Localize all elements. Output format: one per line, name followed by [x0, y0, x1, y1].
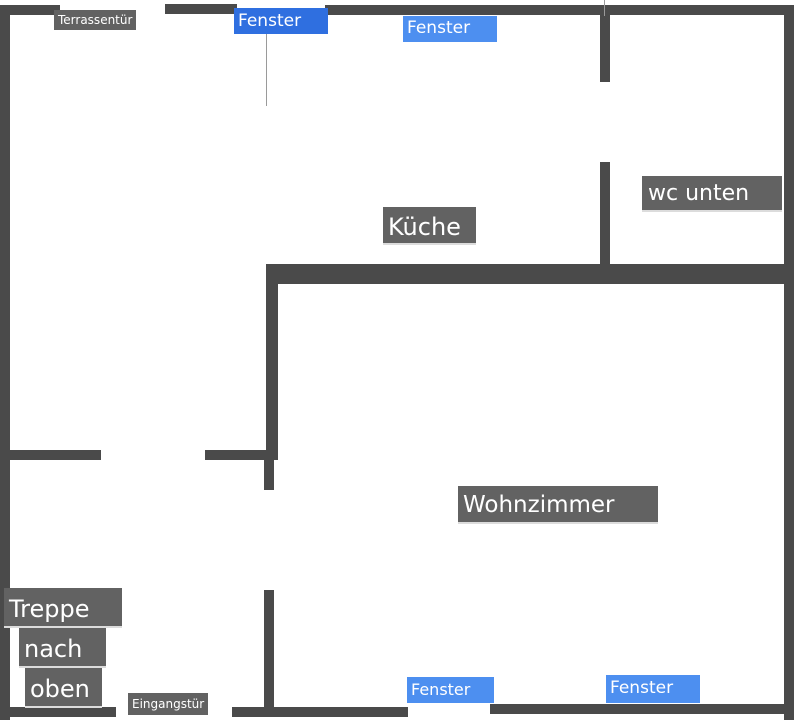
room-label-living: Wohnzimmer	[458, 486, 658, 524]
living-left-wall-upper	[266, 264, 278, 460]
kitchen-living-wall	[266, 264, 794, 284]
living-left-wall-stub	[264, 452, 274, 490]
outer-wall-top-mid	[165, 4, 237, 14]
stairs-label-line-3: oben	[25, 668, 102, 708]
outer-wall-top-left	[0, 5, 60, 15]
stairs-label-line-1: Treppe	[4, 588, 122, 628]
window-label-top-2: Fenster	[403, 16, 497, 42]
living-left-wall-lower	[264, 590, 274, 717]
window-label-top-1: Fenster	[234, 8, 328, 34]
hall-wall-left	[0, 450, 101, 460]
window-label-bottom-2: Fenster	[606, 675, 700, 703]
hall-wall-right	[205, 450, 275, 460]
outer-wall-right	[784, 5, 794, 720]
outer-wall-left	[0, 5, 10, 720]
outer-wall-bottom-mid	[232, 707, 408, 717]
outer-wall-top-right	[325, 5, 794, 15]
top-wall-joint	[604, 0, 605, 16]
stairs-label-line-2: nach	[19, 628, 106, 668]
room-label-wc: wc unten	[642, 176, 782, 212]
outer-wall-bottom-right	[490, 704, 794, 714]
outer-wall-bottom-left	[0, 707, 116, 717]
terrace-door-label: Terrassentür	[54, 10, 137, 30]
window-frame-line	[266, 14, 267, 106]
wc-wall-lower	[600, 162, 610, 270]
room-label-kitchen: Küche	[383, 207, 476, 245]
entrance-door-label: Eingangstür	[128, 693, 209, 715]
window-label-bottom-1: Fenster	[407, 677, 494, 703]
wc-wall-upper	[600, 10, 610, 82]
